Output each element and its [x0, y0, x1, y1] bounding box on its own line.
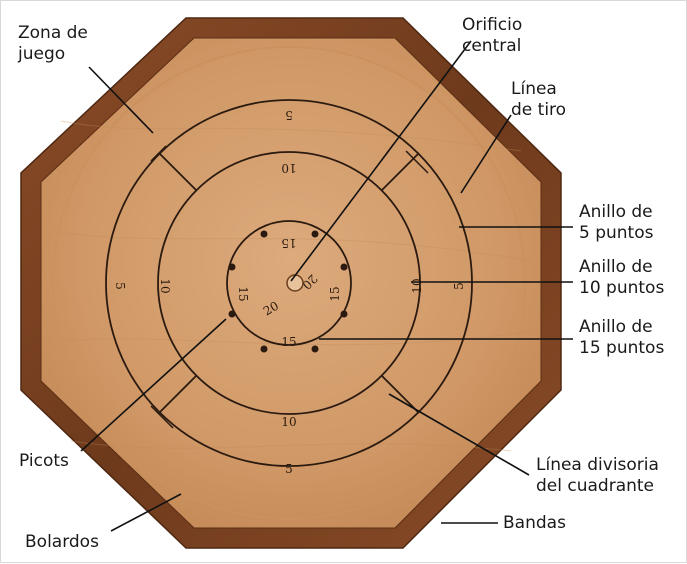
outer-play-edge: [52, 46, 526, 520]
label-line: central: [462, 36, 522, 56]
ring-10-line: [157, 151, 421, 415]
num-15-left: 15: [236, 286, 250, 301]
label-line: Bandas: [503, 513, 566, 533]
num-10-bottom: 10: [281, 415, 296, 429]
num-5-top: 5: [285, 108, 293, 122]
ring-5-line: [105, 99, 473, 467]
label-anillo-15: Anillo de 15 puntos: [579, 317, 664, 359]
label-line: Orificio: [462, 15, 523, 35]
picot: [311, 345, 319, 353]
label-zona-de-juego: Zona de juego: [18, 23, 88, 65]
leader-picots: [80, 318, 227, 452]
label-picots: Picots: [19, 451, 69, 472]
label-orificio-central: Orificio central: [462, 15, 522, 57]
label-linea-divisoria: Línea divisoria del cuadrante: [536, 455, 659, 497]
label-line: Anillo de: [579, 202, 653, 222]
label-line: Picots: [19, 451, 69, 471]
label-line: Zona de: [18, 23, 88, 43]
num-15-bottom: 15: [281, 335, 296, 349]
label-line: del cuadrante: [536, 476, 655, 496]
ring-15-line: [226, 220, 352, 346]
leader-linea-tiro: [460, 114, 512, 194]
label-anillo-10: Anillo de 10 puntos: [579, 257, 664, 299]
label-line: Línea: [511, 79, 557, 99]
num-5-right: 5: [452, 282, 466, 290]
num-20-b: 20: [261, 299, 281, 319]
label-line: 10 puntos: [579, 278, 665, 298]
wood-grain: [50, 120, 532, 452]
picot: [260, 345, 268, 353]
quadrant-dividers: [158, 152, 420, 414]
label-bandas: Bandas: [503, 513, 566, 534]
picot: [340, 310, 348, 318]
picots: [228, 230, 348, 353]
leader-orificio: [290, 40, 472, 282]
label-line: 5 puntos: [579, 223, 654, 243]
leader-zona: [88, 66, 154, 134]
picot: [228, 310, 236, 318]
label-anillo-5: Anillo de 5 puntos: [579, 202, 653, 244]
shooting-line-ticks: [150, 145, 429, 429]
label-line: de tiro: [511, 100, 567, 120]
picot: [311, 230, 319, 238]
label-bolardos: Bolardos: [25, 532, 99, 553]
num-5-left: 5: [113, 282, 127, 290]
label-line: Anillo de: [579, 257, 653, 277]
label-line: juego: [18, 44, 66, 64]
label-line: Anillo de: [579, 317, 653, 337]
label-line: 15 puntos: [579, 338, 665, 358]
label-linea-de-tiro: Línea de tiro: [511, 79, 566, 121]
num-10-right: 10: [410, 278, 424, 293]
num-10-top: 10: [281, 161, 296, 175]
num-10-left: 10: [158, 278, 172, 293]
num-15-right: 15: [328, 286, 342, 301]
picot: [260, 230, 268, 238]
leader-lines: [80, 40, 573, 532]
picot: [340, 263, 348, 271]
leader-divisoria: [388, 393, 530, 476]
label-line: Línea divisoria: [536, 455, 659, 475]
num-5-bottom: 5: [285, 462, 293, 476]
leader-bolardos: [110, 493, 182, 532]
num-15-top: 15: [281, 236, 296, 250]
label-line: Bolardos: [25, 532, 99, 552]
picot: [228, 263, 236, 271]
